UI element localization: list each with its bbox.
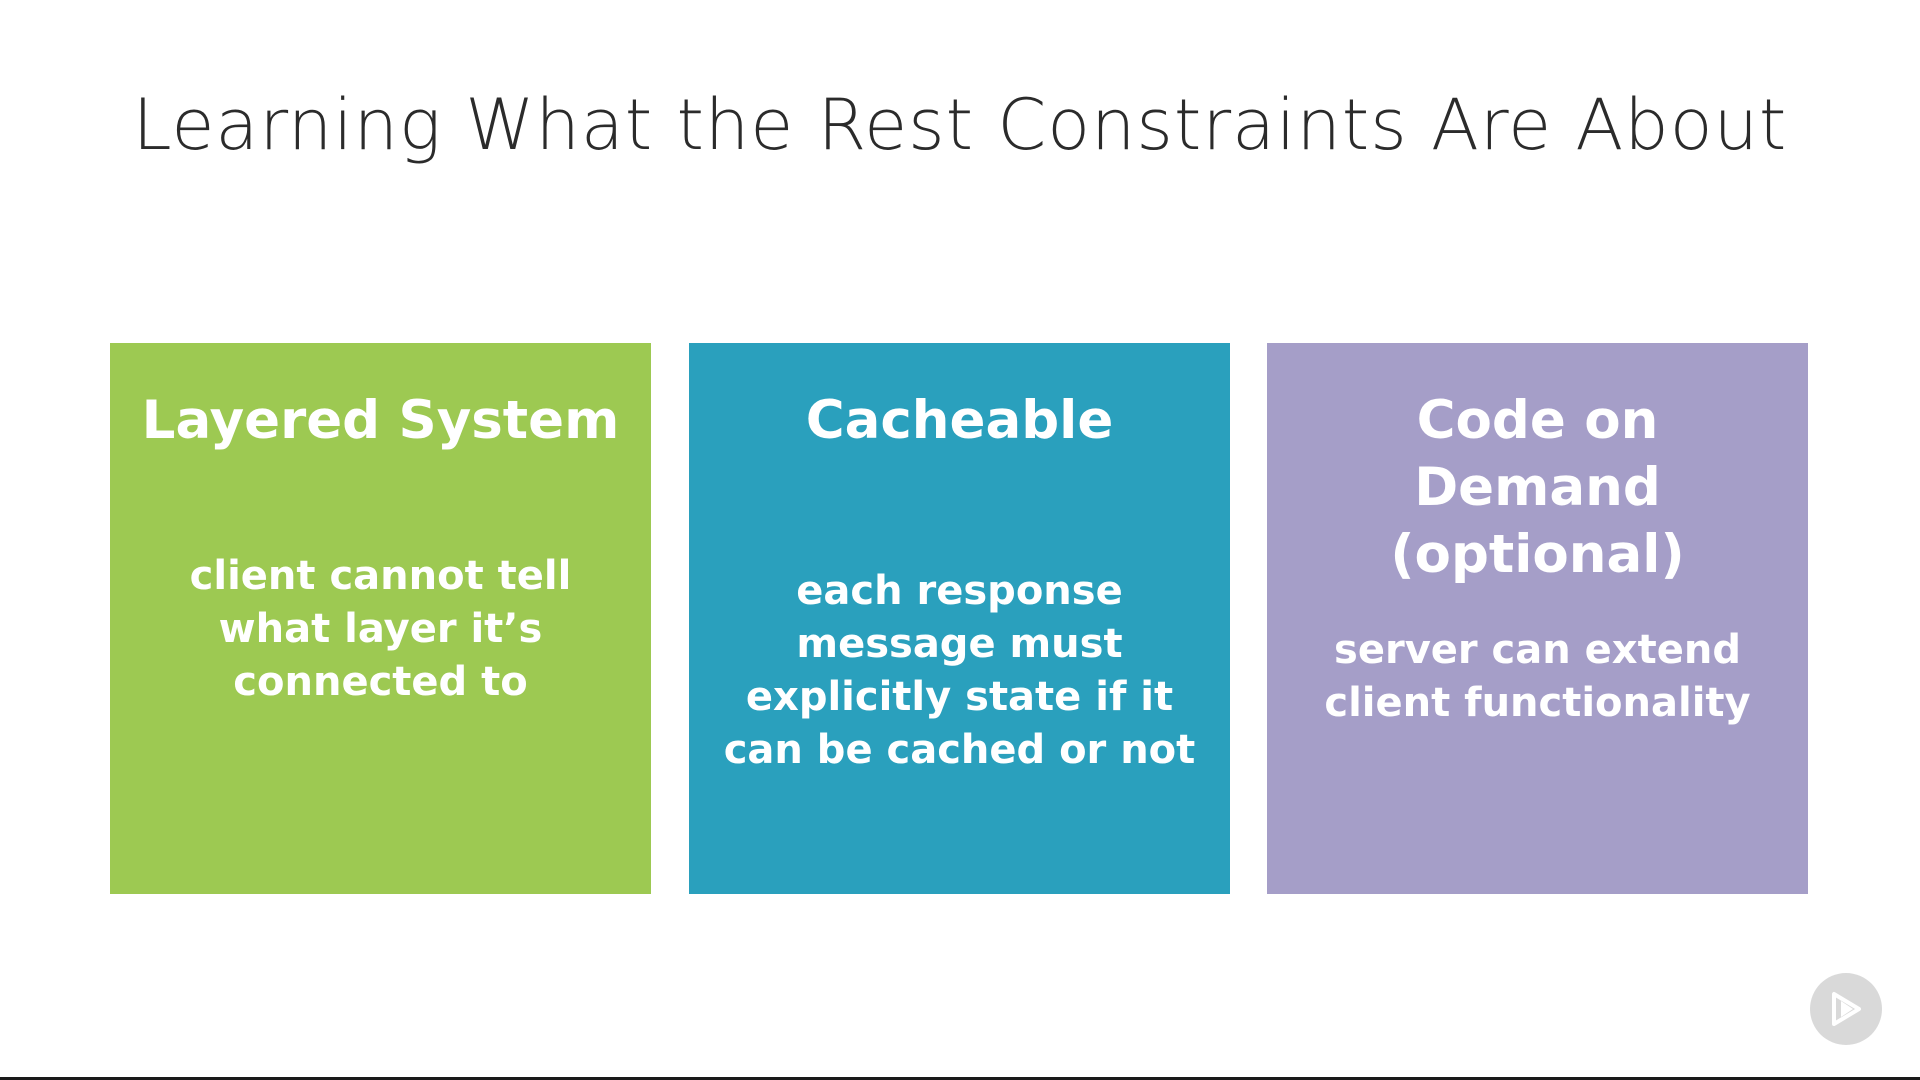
slide-title: Learning What the Rest Constraints Are A… [132,84,1788,166]
bottom-divider [0,1077,1920,1080]
card-description: each response message must explicitly st… [723,568,1196,773]
card-description: server can extend client functionality [1324,627,1751,726]
card-description: client cannot tell what layer it’s conne… [189,553,572,705]
card-layered-system: Layered System client cannot tell what l… [110,343,651,894]
play-logo-badge [1810,973,1882,1045]
card-heading: Code on Demand (optional) [1390,390,1685,585]
card-heading: Cacheable [805,390,1114,451]
card-code-on-demand: Code on Demand (optional) server can ext… [1267,343,1808,894]
card-heading: Layered System [141,390,620,451]
play-logo-icon [1832,992,1861,1026]
card-cacheable: Cacheable each response message must exp… [689,343,1230,894]
